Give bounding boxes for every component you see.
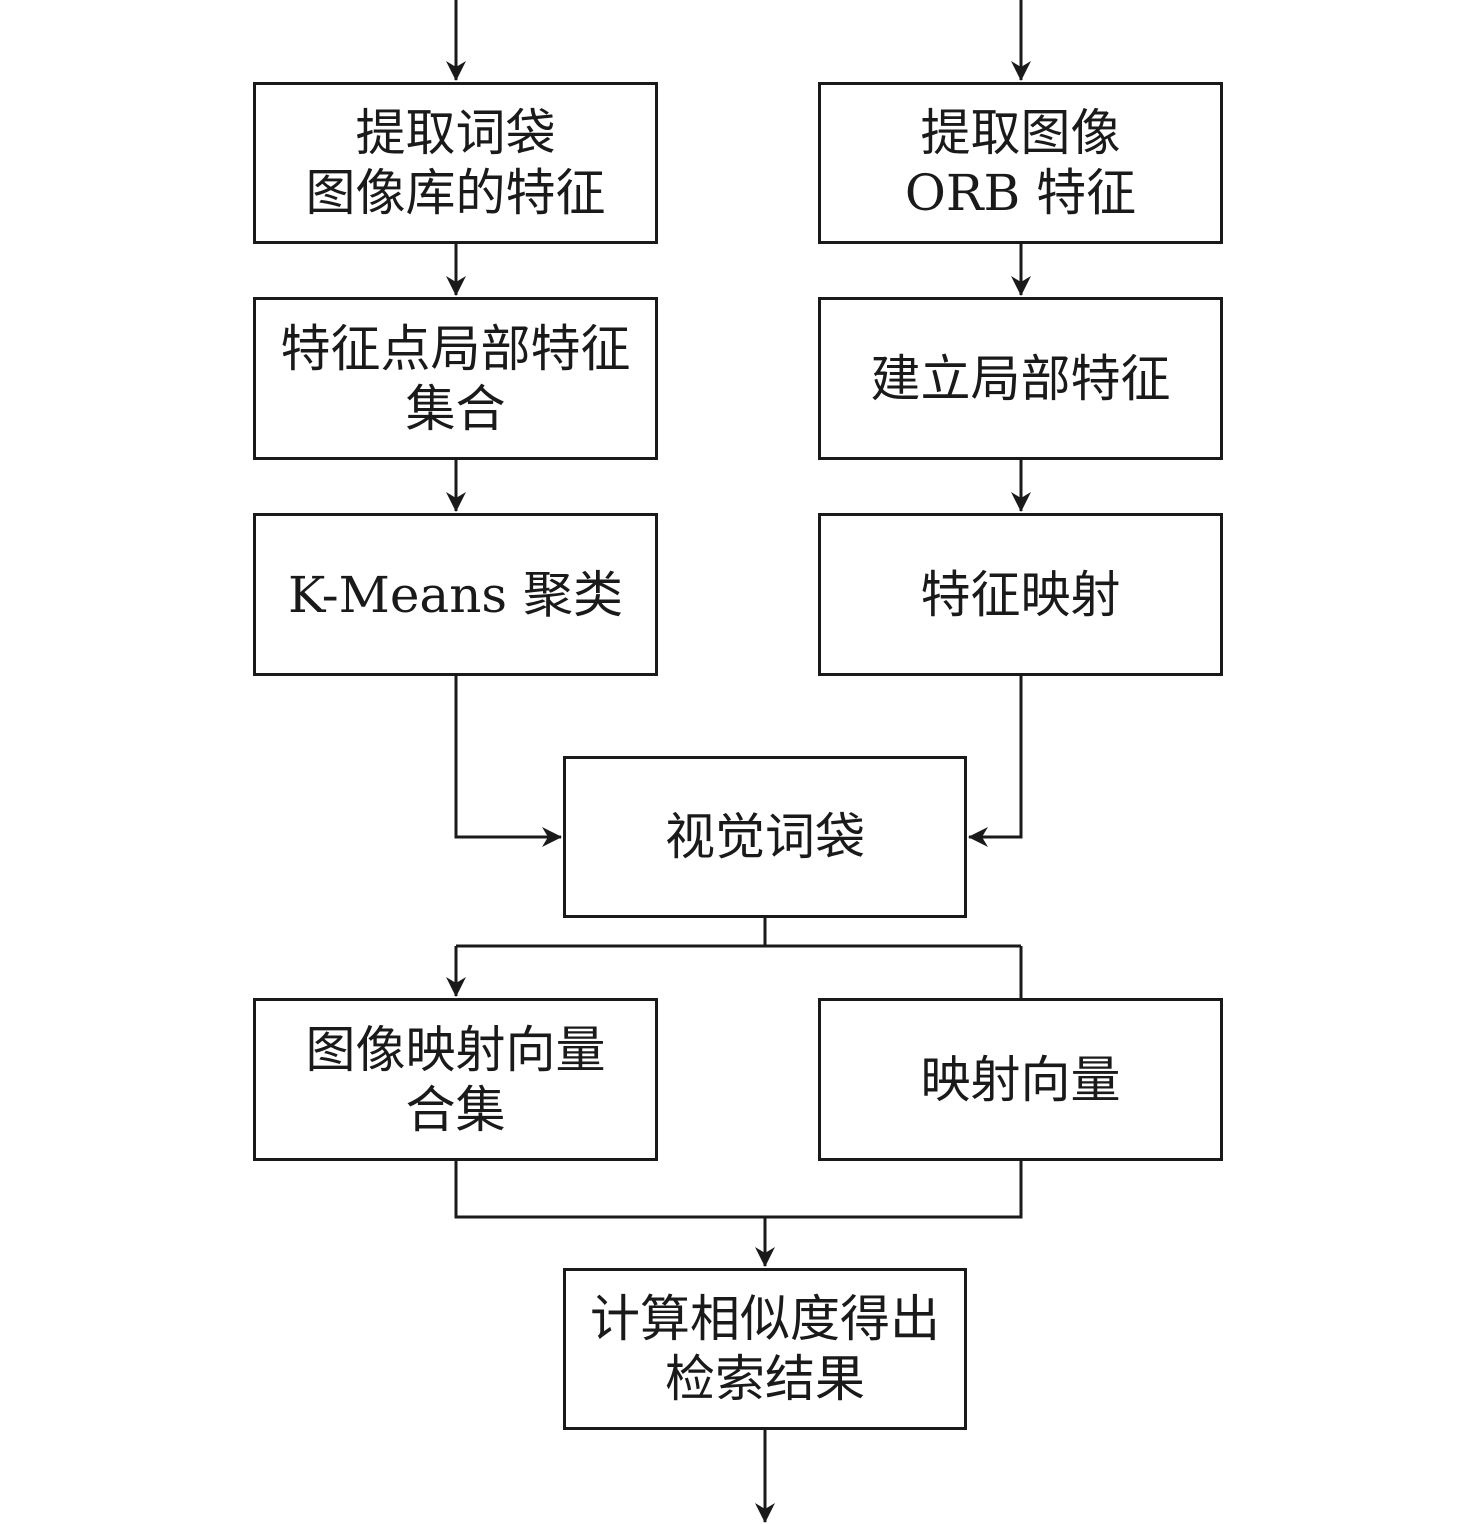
node-label-line: 提取图像 <box>920 104 1121 162</box>
node-label-line: 视觉词袋 <box>665 808 865 866</box>
node-label-line: 映射向量 <box>920 1050 1121 1109</box>
edge-merge-to-similarity <box>454 1161 1023 1219</box>
node-label-line: 提取词袋 <box>355 104 556 162</box>
node-label-line: 检索结果 <box>665 1350 865 1408</box>
node-label-line: K-Means 聚类 <box>288 565 623 624</box>
edge-feature-mapping-to-visual-bow <box>968 676 1023 847</box>
node-visual-bag-of-words: 视觉词袋 <box>563 756 967 918</box>
node-extract-bow-library-features: 提取词袋 图像库的特征 <box>253 82 658 244</box>
node-keypoint-local-feature-set: 特征点局部特征 集合 <box>253 297 658 460</box>
node-extract-orb-features: 提取图像 ORB 特征 <box>818 82 1223 244</box>
edge-visual-bow-split <box>456 918 1021 948</box>
node-label-line: 建立局部特征 <box>870 349 1171 408</box>
node-label-line: 合集 <box>405 1080 506 1139</box>
edge-kmeans-to-visual-bow <box>454 676 562 847</box>
node-label-line: 集合 <box>405 379 506 438</box>
node-mapping-vector: 映射向量 <box>818 998 1223 1161</box>
node-image-mapping-vector-set: 图像映射向量 合集 <box>253 998 658 1161</box>
node-label-line: 图像库的特征 <box>305 164 606 222</box>
node-label-line: 图像映射向量 <box>305 1020 606 1079</box>
node-label-line: 计算相似度得出 <box>590 1290 940 1348</box>
node-label-line: 特征映射 <box>920 565 1121 624</box>
node-build-local-features: 建立局部特征 <box>818 297 1223 460</box>
node-feature-mapping: 特征映射 <box>818 513 1223 676</box>
node-label-line: 特征点局部特征 <box>280 319 631 378</box>
node-kmeans-clustering: K-Means 聚类 <box>253 513 658 676</box>
node-label-line: ORB 特征 <box>904 164 1137 222</box>
node-compute-similarity-result: 计算相似度得出 检索结果 <box>563 1268 967 1430</box>
